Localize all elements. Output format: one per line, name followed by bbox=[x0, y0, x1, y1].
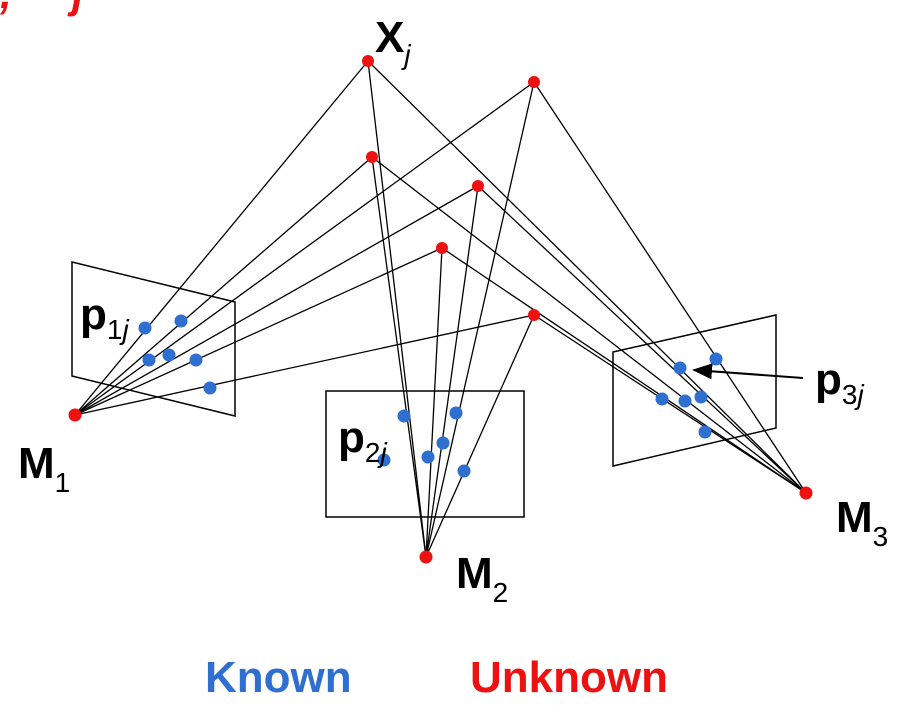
camera-1-label: M1 bbox=[18, 439, 70, 498]
image-plane-3 bbox=[612, 314, 777, 467]
projection-m1-5 bbox=[203, 381, 217, 395]
projection-rays bbox=[74, 60, 807, 558]
legend-known: Known bbox=[205, 653, 352, 702]
projection-m1-1 bbox=[174, 314, 188, 328]
p3j-arrow bbox=[692, 363, 804, 380]
projection-m3-4 bbox=[694, 390, 708, 404]
camera-3-label: M3 bbox=[836, 493, 888, 552]
world-points bbox=[362, 55, 540, 321]
legend-unknown: Unknown bbox=[470, 653, 668, 702]
ray-m1-3 bbox=[74, 185, 479, 416]
ray-m1-2 bbox=[74, 156, 373, 416]
camera-center-m1 bbox=[68, 408, 82, 422]
projection-m2-3 bbox=[421, 450, 435, 464]
cropped-heading-fragment: , bbox=[0, 0, 12, 17]
ray-m3-0 bbox=[367, 60, 807, 494]
image-plane-1 bbox=[71, 261, 236, 417]
projection-m3-5 bbox=[698, 425, 712, 439]
projection-m1-3 bbox=[162, 348, 176, 362]
ray-m3-1 bbox=[533, 81, 807, 494]
camera-center-m3 bbox=[799, 486, 813, 500]
image-plane-2 bbox=[325, 390, 525, 518]
image-projections bbox=[138, 314, 723, 478]
ray-m2-4 bbox=[425, 247, 443, 558]
ray-m3-5 bbox=[533, 314, 807, 494]
projection-3-label: p3j bbox=[815, 355, 864, 410]
ray-m2-2 bbox=[371, 156, 427, 558]
projection-m2-0 bbox=[397, 409, 411, 423]
projection-1-label: p1j bbox=[80, 290, 129, 345]
ray-m3-4 bbox=[441, 247, 807, 494]
ray-m1-4 bbox=[74, 247, 443, 416]
ray-m3-2 bbox=[371, 156, 807, 494]
camera-2-label: M2 bbox=[456, 549, 508, 608]
projection-m1-2 bbox=[142, 353, 156, 367]
projection-m2-2 bbox=[377, 453, 391, 467]
world-point-1 bbox=[528, 76, 540, 88]
ray-m1-0 bbox=[74, 60, 369, 416]
world-point-label: Xj bbox=[375, 13, 411, 70]
projection-m1-0 bbox=[138, 321, 152, 335]
world-point-0 bbox=[362, 55, 374, 67]
ray-m3-3 bbox=[477, 185, 807, 494]
projection-m3-2 bbox=[655, 392, 669, 406]
ray-m2-0 bbox=[367, 60, 427, 558]
camera-center-m2 bbox=[419, 550, 433, 564]
projection-m2-4 bbox=[436, 436, 450, 450]
ray-m2-5 bbox=[425, 314, 535, 558]
projection-m2-1 bbox=[449, 406, 463, 420]
world-point-3 bbox=[472, 180, 484, 192]
projection-m3-1 bbox=[709, 352, 723, 366]
projection-m3-0 bbox=[673, 361, 687, 375]
camera-centers bbox=[68, 408, 813, 564]
projection-2-label: p2j bbox=[338, 413, 387, 468]
cropped-heading-fragment-2: j bbox=[67, 0, 85, 17]
world-point-5 bbox=[528, 309, 540, 321]
projection-m1-4 bbox=[189, 353, 203, 367]
world-point-4 bbox=[436, 242, 448, 254]
projection-m3-3 bbox=[678, 394, 692, 408]
ray-m2-1 bbox=[425, 81, 535, 558]
ray-m2-3 bbox=[425, 185, 479, 558]
projection-m2-5 bbox=[457, 464, 471, 478]
world-point-2 bbox=[366, 151, 378, 163]
